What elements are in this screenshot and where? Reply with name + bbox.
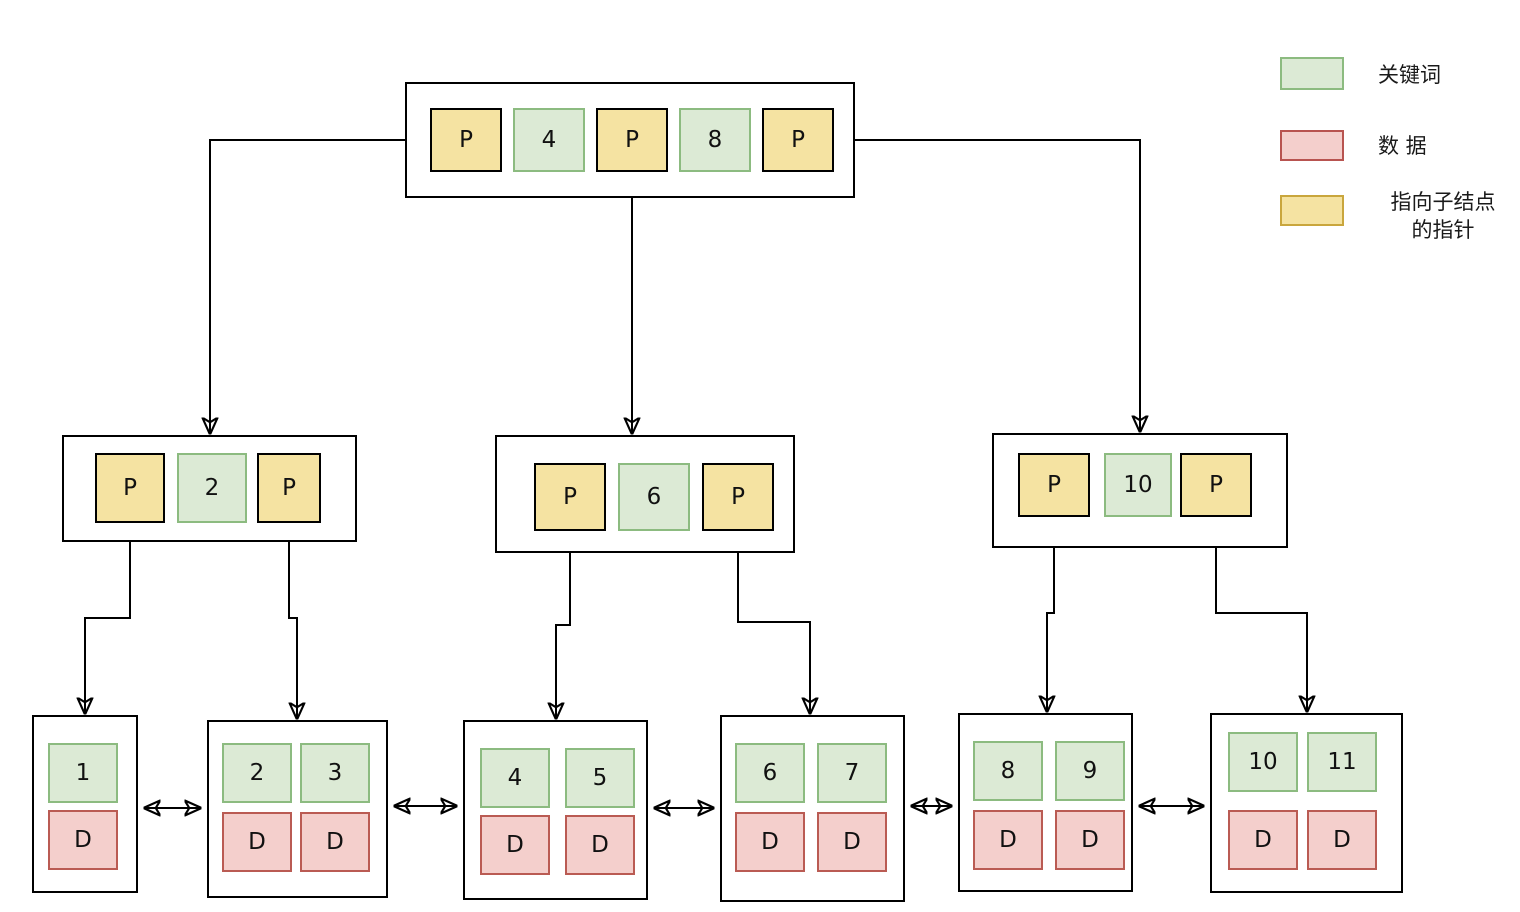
data-cell: D	[817, 812, 887, 872]
edge-internal-left-to-leaf-1	[85, 523, 131, 713]
edge-internal-middle-to-leaf-3	[556, 531, 571, 718]
key-cell: 10	[1228, 732, 1298, 792]
edge-internal-right-to-leaf-5	[1047, 517, 1054, 711]
pointer-cell: P	[95, 453, 165, 523]
child-pointer-swatch	[1280, 195, 1344, 226]
pointer-cell: P	[430, 108, 502, 172]
pointer-cell: P	[1180, 453, 1252, 517]
data-cell: D	[48, 810, 118, 870]
key-cell: 5	[565, 748, 635, 808]
data-swatch	[1280, 130, 1344, 161]
leaf-node-4: 6 7 D D	[720, 715, 905, 902]
pointer-cell: P	[257, 453, 321, 523]
key-cell: 8	[973, 741, 1043, 801]
internal-node-middle: P 6 P	[495, 435, 795, 553]
data-cell: D	[222, 812, 292, 872]
key-cell: 9	[1055, 741, 1125, 801]
data-cell: D	[735, 812, 805, 872]
key-cell: 6	[618, 463, 690, 531]
data-cell: D	[973, 810, 1043, 870]
keyword-swatch	[1280, 57, 1344, 90]
key-cell: 7	[817, 743, 887, 803]
key-cell: 1	[48, 743, 118, 803]
internal-node-right: P 10 P	[992, 433, 1288, 548]
key-cell: 11	[1307, 732, 1377, 792]
edge-root-to-internal-left	[210, 139, 430, 433]
data-cell: D	[300, 812, 370, 872]
data-label: 数 据	[1378, 134, 1427, 158]
root-node: P 4 P 8 P	[405, 82, 855, 198]
edge-internal-left-to-leaf-2	[288, 523, 297, 718]
edge-root-to-internal-right	[834, 139, 1140, 431]
leaf-node-5: 8 9 D D	[958, 713, 1133, 892]
key-cell: 6	[735, 743, 805, 803]
pointer-cell: P	[534, 463, 606, 531]
pointer-cell: P	[596, 108, 668, 172]
child-pointer-label: 指向子结点 的指针	[1390, 190, 1496, 242]
key-cell: 2	[222, 743, 292, 803]
leaf-node-3: 4 5 D D	[463, 720, 648, 900]
internal-node-left: P 2 P	[62, 435, 357, 542]
key-cell: 3	[300, 743, 370, 803]
pointer-cell: P	[702, 463, 774, 531]
leaf-node-6: 10 11 D D	[1210, 713, 1403, 893]
key-cell: 8	[679, 108, 751, 172]
edge-internal-middle-to-leaf-4	[737, 531, 810, 713]
key-cell: 4	[513, 108, 585, 172]
data-cell: D	[565, 815, 635, 875]
data-cell: D	[1307, 810, 1377, 870]
pointer-cell: P	[762, 108, 834, 172]
leaf-node-2: 2 3 D D	[207, 720, 388, 898]
data-cell: D	[480, 815, 550, 875]
data-cell: D	[1055, 810, 1125, 870]
pointer-cell: P	[1018, 453, 1090, 517]
key-cell: 4	[480, 748, 550, 808]
key-cell: 2	[177, 453, 247, 523]
data-cell: D	[1228, 810, 1298, 870]
key-cell: 10	[1104, 453, 1172, 517]
leaf-node-1: 1 D	[32, 715, 138, 893]
keyword-label: 关键词	[1378, 63, 1441, 87]
edge-internal-right-to-leaf-6	[1215, 517, 1307, 711]
